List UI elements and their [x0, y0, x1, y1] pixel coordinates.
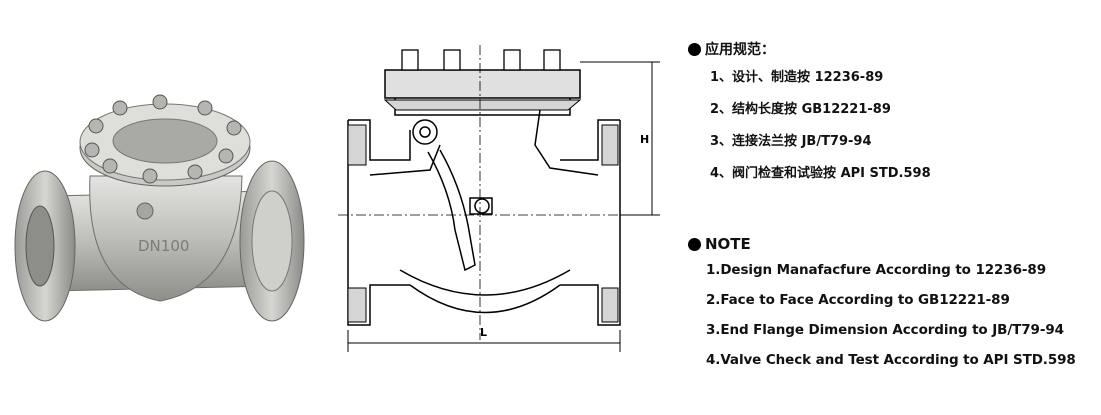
list-item: 4、阀门检查和试验按 API STD.598 — [710, 166, 931, 181]
dimension-h-label: H — [640, 133, 649, 146]
list-item: 3.End Flange Dimension According to JB/T… — [706, 322, 1064, 338]
cross-section-drawing: H L — [330, 40, 680, 360]
application-spec-list: 1、设计、制造按 12236-89 2、结构长度按 GB12221-89 3、连… — [688, 62, 1088, 190]
casting-text: DN100 — [138, 237, 189, 255]
bullet-icon — [688, 42, 701, 56]
application-spec-title: 应用规范： — [705, 42, 775, 58]
cross-section-graphic: H L — [338, 45, 660, 352]
note-title: NOTE — [705, 235, 751, 253]
list-item: 1、设计、制造按 12236-89 — [710, 70, 884, 85]
valve-photo: DN100 — [10, 86, 310, 346]
bullet-icon — [688, 237, 701, 251]
valve-photo-graphic: DN100 — [14, 94, 305, 322]
list-item: 2、结构长度按 GB12221-89 — [710, 102, 891, 117]
application-spec-section: 应用规范： 1、设计、制造按 12236-89 2、结构长度按 GB12221-… — [688, 36, 1088, 190]
list-item: 4.Valve Check and Test According to API … — [706, 352, 1076, 368]
note-heading: NOTE — [688, 233, 1098, 255]
dimension-l-label: L — [480, 326, 487, 339]
note-section: NOTE 1.Design Manafacfure According to 1… — [688, 233, 1098, 375]
list-item: 2.Face to Face According to GB12221-89 — [706, 292, 1010, 308]
note-list: 1.Design Manafacfure According to 12236-… — [688, 255, 1098, 375]
application-spec-heading: 应用规范： — [688, 36, 1088, 62]
list-item: 1.Design Manafacfure According to 12236-… — [706, 262, 1047, 278]
list-item: 3、连接法兰按 JB/T79-94 — [710, 134, 872, 149]
